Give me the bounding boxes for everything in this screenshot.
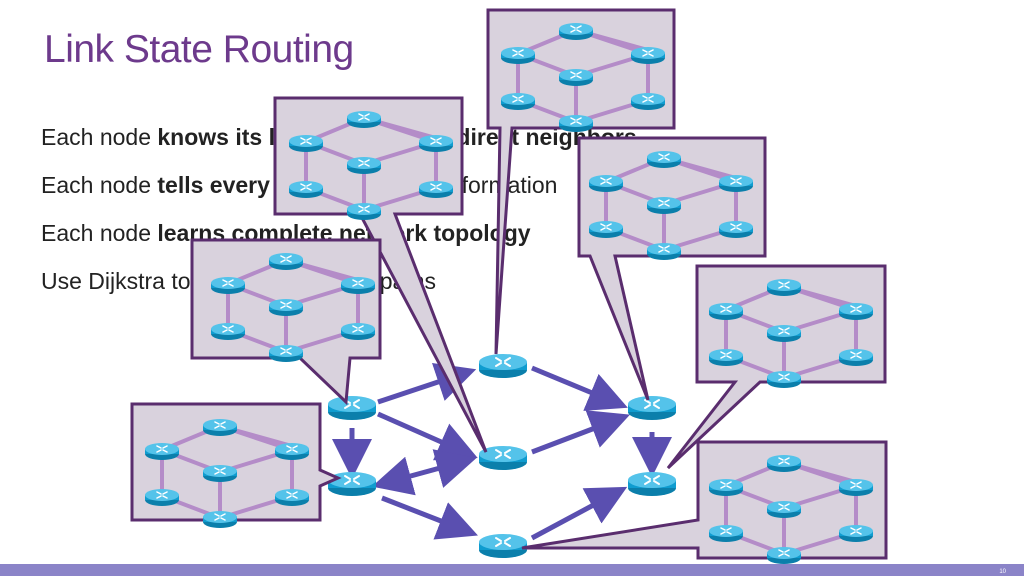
link-r1-r3 [376, 411, 478, 461]
topology-callout-upper-right [577, 136, 767, 401]
bullet-2-prefix: Each node [41, 172, 158, 198]
topology-callout-upper-left [273, 96, 488, 453]
slide-number: 10 [999, 569, 1006, 575]
bullet-1-prefix: Each node [41, 124, 158, 150]
router-icon [327, 395, 377, 421]
link-r4-r7 [381, 495, 478, 540]
topology-callout-lower-left [130, 402, 342, 528]
link-r3-r5 [531, 410, 631, 455]
bullet-3-prefix: Each node [41, 220, 158, 246]
slide-title: Link State Routing [44, 28, 354, 71]
link-r7-r6 [530, 486, 628, 541]
topology-callout-right [666, 264, 887, 470]
link-r2-r5 [531, 365, 628, 411]
link-r4-r3 [371, 449, 477, 496]
topology-callout-left [190, 238, 382, 406]
router-icon [627, 471, 677, 497]
footer-bar [0, 564, 1024, 576]
router-icon [478, 353, 528, 379]
topology-callout-lower-right [521, 440, 888, 564]
topology-callout-top [486, 8, 676, 355]
main-network-links [332, 362, 672, 541]
router-icon [627, 395, 677, 421]
router-icon [478, 533, 528, 559]
